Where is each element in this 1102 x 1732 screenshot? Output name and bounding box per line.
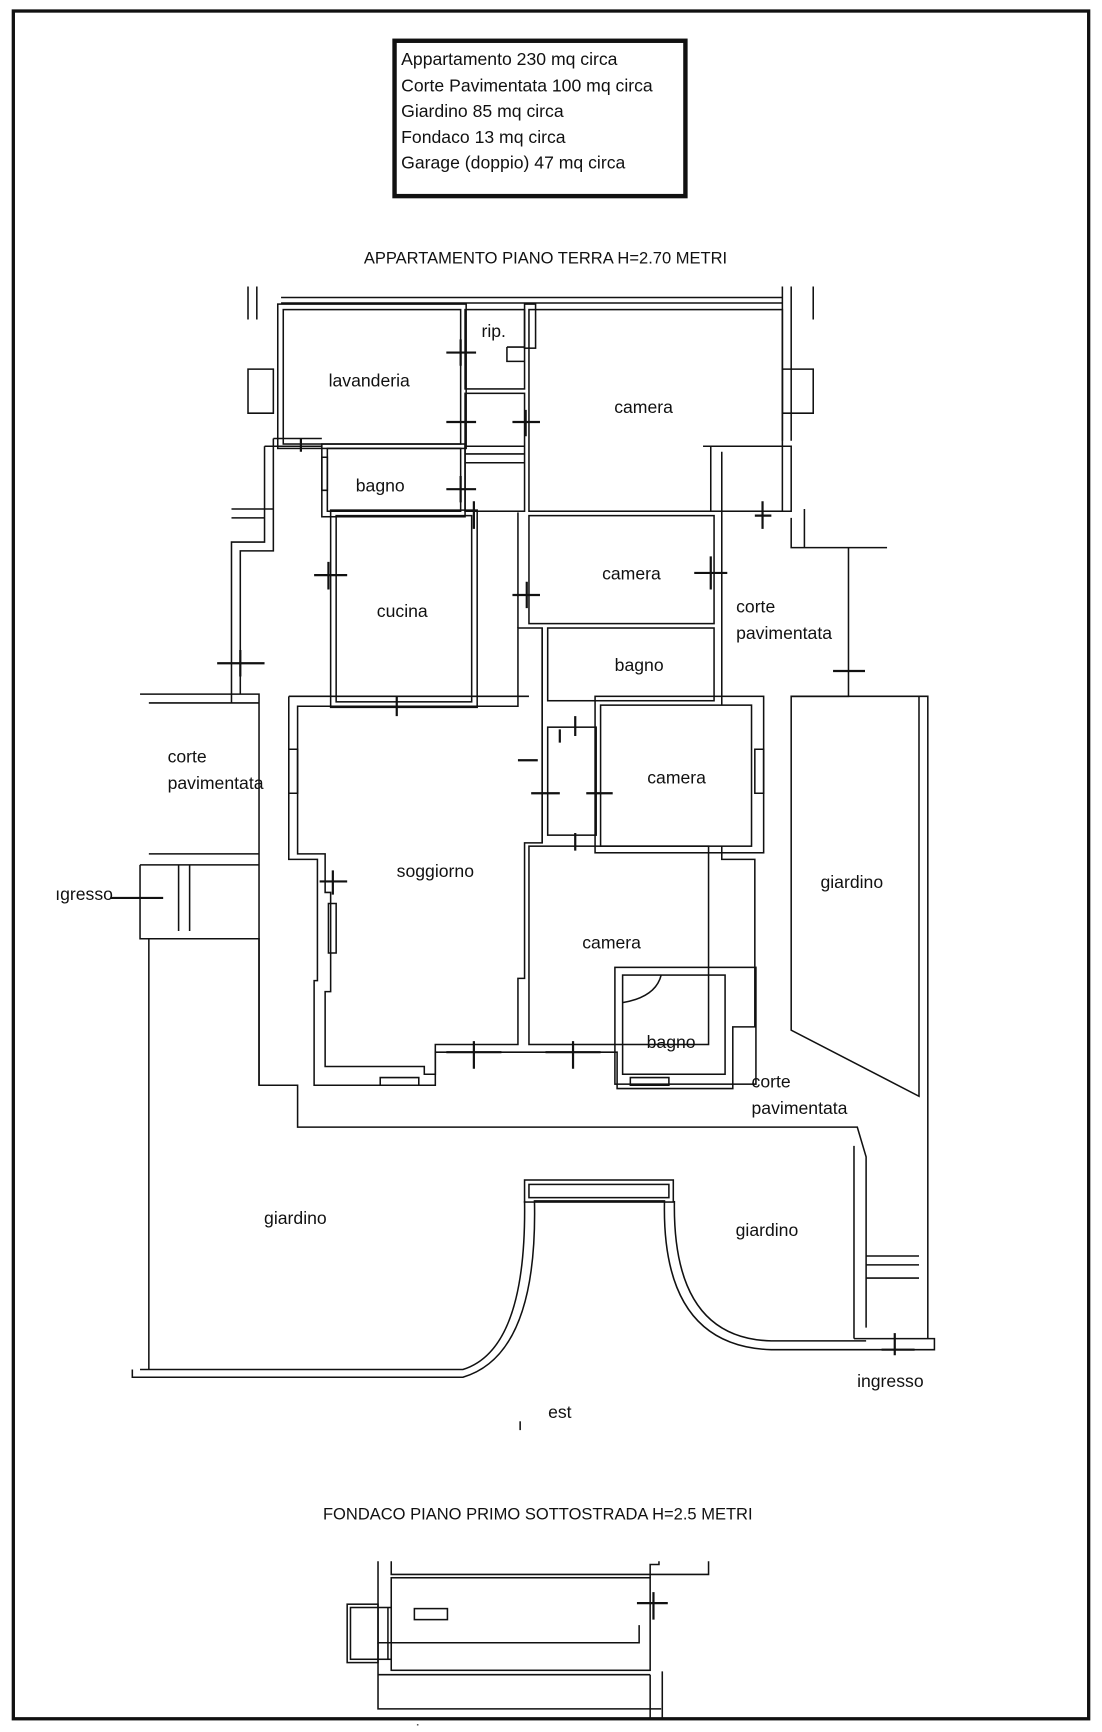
fondaco-plan xyxy=(346,1561,710,1726)
summary-line: Appartamento 230 mq circa xyxy=(401,49,618,69)
summary-box: Appartamento 230 mq circa Corte Paviment… xyxy=(392,38,688,199)
ingresso-left-label: ıgresso xyxy=(55,884,113,904)
room-camera-3: camera xyxy=(647,767,706,787)
room-bagno-1: bagno xyxy=(356,475,405,495)
corte-left-label: corte xyxy=(168,746,207,766)
room-camera-2: camera xyxy=(602,564,661,584)
summary-line: Fondaco 13 mq circa xyxy=(401,127,566,147)
room-ripostiglio: rip. xyxy=(481,321,505,341)
ground-floor-title: APPARTAMENTO PIANO TERRA H=2.70 METRI xyxy=(364,248,727,267)
room-soggiorno: soggiorno xyxy=(397,861,475,881)
room-camera-4: camera xyxy=(582,933,641,953)
room-camera-1: camera xyxy=(614,397,673,417)
ingresso-right-label: ingresso xyxy=(857,1371,924,1391)
summary-line: Garage (doppio) 47 mq circa xyxy=(401,153,625,173)
giardino-center-label: giardino xyxy=(736,1220,799,1240)
corte-bottom-label: pavimentata xyxy=(752,1098,848,1118)
orientation-est-label: est xyxy=(548,1402,572,1422)
basement-title: FONDACO PIANO PRIMO SOTTOSTRADA H=2.5 ME… xyxy=(323,1504,753,1523)
summary-line: Corte Pavimentata 100 mq circa xyxy=(401,75,653,95)
corte-right-label: pavimentata xyxy=(736,623,832,643)
walls xyxy=(110,286,936,1431)
corte-left-label: pavimentata xyxy=(168,773,264,793)
room-bagno-2: bagno xyxy=(615,655,664,675)
corte-right-label: corte xyxy=(736,597,775,617)
room-labels: lavanderia rip. camera bagno cucina came… xyxy=(55,321,924,1422)
summary-line: Giardino 85 mq circa xyxy=(401,101,564,121)
giardino-right-label: giardino xyxy=(820,872,883,892)
room-bagno-3: bagno xyxy=(647,1032,696,1052)
corte-bottom-label: corte xyxy=(752,1071,791,1091)
room-cucina: cucina xyxy=(377,601,428,621)
giardino-left-label: giardino xyxy=(264,1208,327,1228)
room-lavanderia: lavanderia xyxy=(329,371,410,391)
page-frame xyxy=(11,9,1091,1721)
